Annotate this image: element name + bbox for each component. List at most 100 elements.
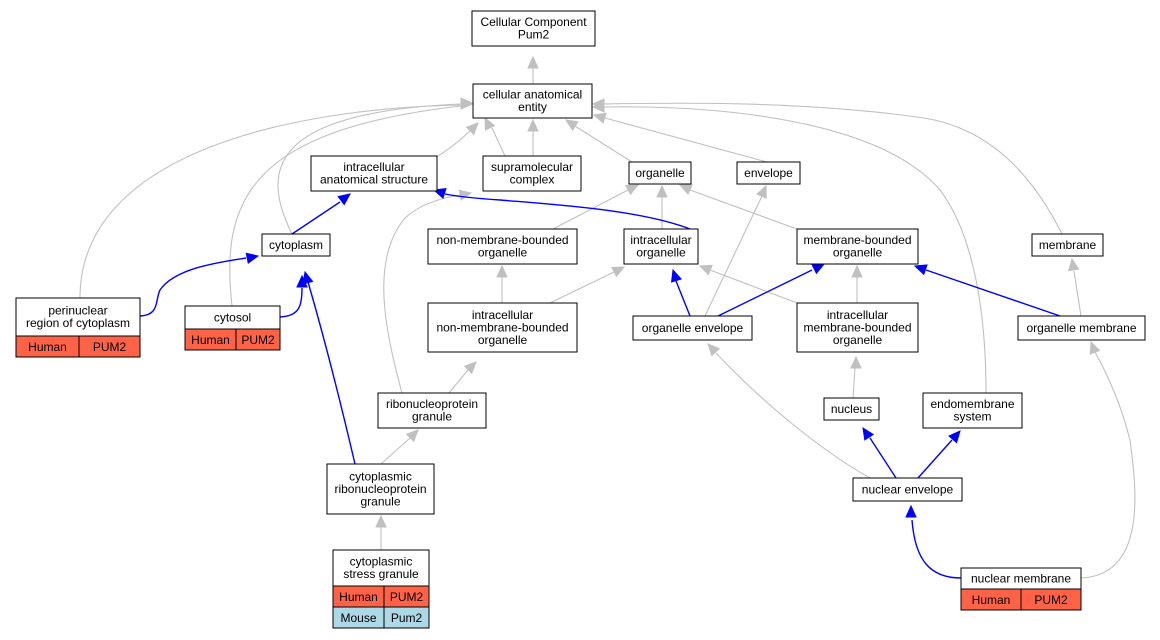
go-node-inmbo[interactable]: intracellularnon-membrane-boundedorganel… (427, 302, 578, 353)
gene-label: PUM2 (1034, 593, 1068, 607)
go-node-oenv[interactable]: organelle envelope (632, 315, 753, 341)
node-box (628, 161, 692, 185)
node-label: non-membrane-bounded (436, 233, 568, 247)
arrowhead (811, 263, 826, 275)
edges-layer (79, 55, 1136, 579)
edge-gray (527, 118, 539, 156)
edge-blue (905, 504, 962, 579)
gene-label: PUM2 (93, 340, 127, 354)
node-label: nucleus (831, 402, 872, 416)
gene-cell (78, 335, 141, 358)
node-box (623, 228, 699, 265)
node-box (796, 302, 919, 353)
edge-blue (302, 270, 356, 465)
arrowhead (1067, 257, 1080, 272)
edge-gray (1080, 340, 1136, 579)
node-label: granule (412, 410, 452, 424)
arrowhead (465, 122, 479, 136)
edge-gray (656, 184, 668, 229)
arrowhead (862, 426, 875, 441)
arrowhead (756, 184, 767, 199)
arrowhead (913, 264, 928, 276)
go-node-nuc[interactable]: nucleus (823, 397, 880, 421)
edge-gray (375, 514, 387, 550)
arrowhead (656, 184, 668, 198)
arrowhead (302, 270, 314, 285)
edge-blue (913, 264, 1061, 317)
node-label: organelle (833, 333, 883, 347)
node-label: organelle envelope (642, 321, 744, 335)
node-label: membrane-bounded (803, 320, 911, 334)
gene-cell (235, 328, 281, 351)
node-label: region of cytoplasm (26, 316, 130, 330)
node-label: Cellular Component (480, 15, 587, 29)
arrowhead (850, 355, 862, 369)
arrowhead (564, 119, 579, 132)
node-box (823, 397, 880, 421)
node-label: intracellular (827, 308, 888, 322)
arrowhead (527, 55, 539, 69)
annotation-row-human: Human PUM2 (15, 335, 141, 358)
edge-gray (707, 343, 871, 479)
go-node-env[interactable]: envelope (736, 161, 801, 185)
node-box (796, 228, 919, 265)
node-label: nuclear envelope (862, 482, 954, 496)
edge-gray (850, 355, 862, 399)
edge-gray (277, 97, 474, 235)
go-node-nenv[interactable]: nuclear envelope (852, 477, 963, 502)
edge-blue (139, 252, 260, 317)
go-node-org[interactable]: organelle (628, 161, 692, 185)
go-node-cyto[interactable]: cytoplasm (261, 233, 331, 257)
arrowhead (948, 430, 961, 444)
go-node-omem[interactable]: organelle membrane (1017, 315, 1146, 341)
node-label: entity (518, 100, 547, 114)
node-label: endomembrane (930, 397, 1014, 411)
edge-blue (862, 426, 897, 479)
node-label: intracellular (630, 233, 691, 247)
arrowhead (707, 343, 721, 357)
species-label: Human (28, 340, 67, 354)
arrowhead (460, 97, 474, 109)
gene-label: PUM2 (390, 590, 424, 604)
gene-label: PUM2 (241, 333, 275, 347)
arrowhead (496, 264, 508, 278)
node-label: organelle (478, 333, 528, 347)
edge-blue (917, 430, 961, 479)
edge-gray (592, 112, 768, 163)
node-box (427, 302, 578, 353)
arrowhead (1089, 340, 1101, 355)
node-box (310, 155, 438, 192)
edge-gray (552, 184, 640, 230)
arrowhead (484, 116, 496, 131)
edge-gray (484, 116, 506, 157)
edge-blue (670, 268, 691, 317)
node-label: cellular anatomical (483, 88, 582, 102)
node-label: complex (510, 173, 555, 187)
edge-gray (448, 361, 477, 394)
node-label: organelle membrane (1026, 321, 1136, 335)
arrowhead (611, 266, 626, 278)
node-label: organelle (478, 246, 528, 260)
go-node-mem[interactable]: membrane (1031, 233, 1104, 257)
node-box (377, 392, 487, 429)
gene-cell (383, 606, 430, 629)
arrowhead (375, 514, 387, 528)
